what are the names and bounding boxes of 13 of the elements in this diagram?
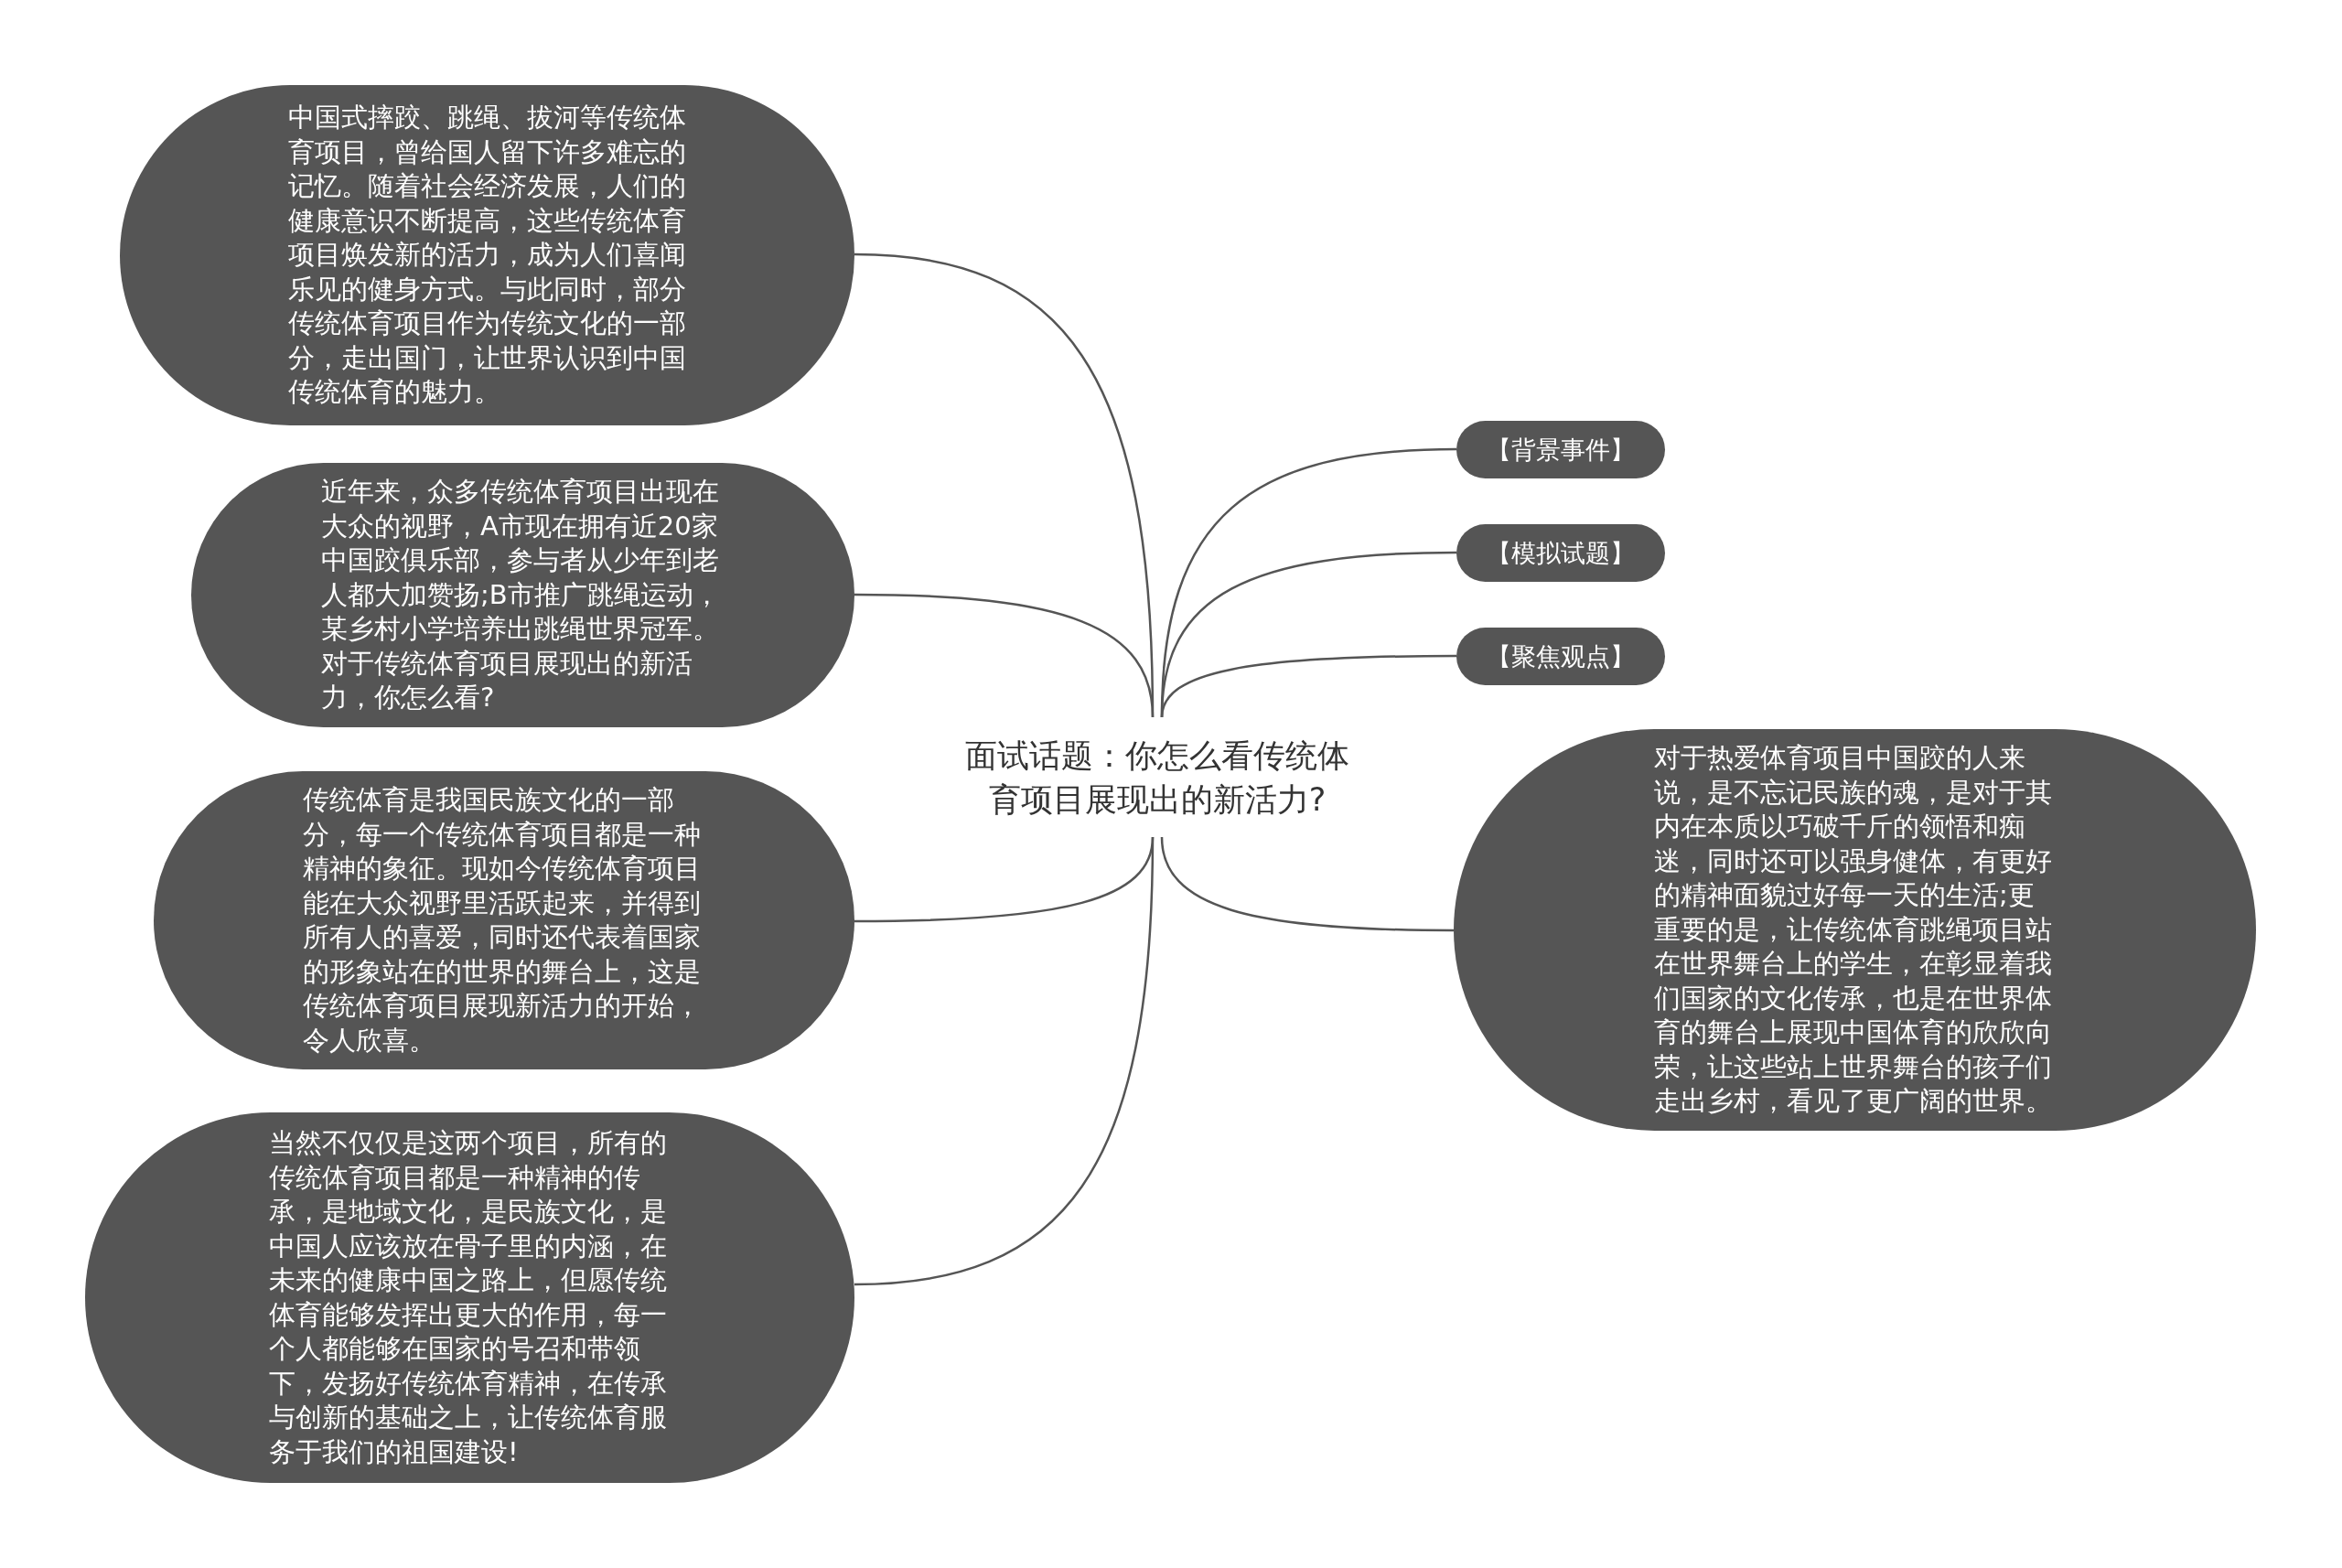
connector bbox=[854, 593, 1155, 718]
paragraph: 传统体育是我国民族文化的一部分，每一个传统体育项目都是一种精神的象征。现如今传统体育项目能在大众视野里活跃起来，并得到所有人的喜爱，同时还代表着国家的形象站在的世界的舞台上，这是传统体育项目展现新活力的开始，令人欣喜。 bbox=[303, 783, 702, 1058]
connector bbox=[1160, 654, 1456, 718]
paragraph: 当然不仅仅是这两个项目，所有的传统体育项目都是一种精神的传承，是地域文化，是民族文化，是中国人应该放在骨子里的内涵，在未来的健康中国之路上，但愿传统体育能够发挥出更大的作用，每一个人都能够在国家的号召和带领下，发扬好传统体育精神，在传承与创新的基础之上，让传统体育服务于我们的祖国建设! bbox=[269, 1126, 668, 1469]
paragraph: 近年来，众多传统体育项目出现在大众的视野，A市现在拥有近20家中国跤俱乐部，参与者从少年到老人都大加赞扬;B市推广跳绳运动，某乡村小学培养出跳绳世界冠军。对于传统体育项目展现出的新活力，你怎么看? bbox=[321, 475, 721, 714]
paragraph: 中国式摔跤、跳绳、拔河等传统体育项目，曾给国人留下许多难忘的记忆。随着社会经济发展，人们的健康意识不断提高，这些传统体育项目焕发新的活力，成为人们喜闻乐见的健身方式。与此同时，部分传统体育项目作为传统文化的一部分，走出国门，让世界认识到中国传统体育的魅力。 bbox=[288, 101, 687, 409]
category-pill: 【背景事件】 bbox=[1456, 421, 1665, 478]
paragraph: 对于热爱体育项目中国跤的人来说，是不忘记民族的魂，是对于其内在本质以巧破千斤的领悟和痴迷，同时还可以强身健体，有更好的精神面貌过好每一天的生活;更重要的是，让传统体育跳绳项目站在世界舞台上的学生，在彰显着我们国家的文化传承，也是在世界体育的舞台上展现中国体育的欣欣向荣，让这些站上世界舞台的孩子们走出乡村，看见了更广阔的世界。 bbox=[1654, 741, 2053, 1118]
connector bbox=[1160, 836, 1454, 932]
category-pill: 【模拟试题】 bbox=[1456, 524, 1665, 582]
category-pill: 【聚焦观点】 bbox=[1456, 628, 1665, 685]
connector bbox=[854, 836, 1155, 1286]
central-topic: 面试话题：你怎么看传统体育项目展现出的新活力? bbox=[951, 717, 1363, 837]
